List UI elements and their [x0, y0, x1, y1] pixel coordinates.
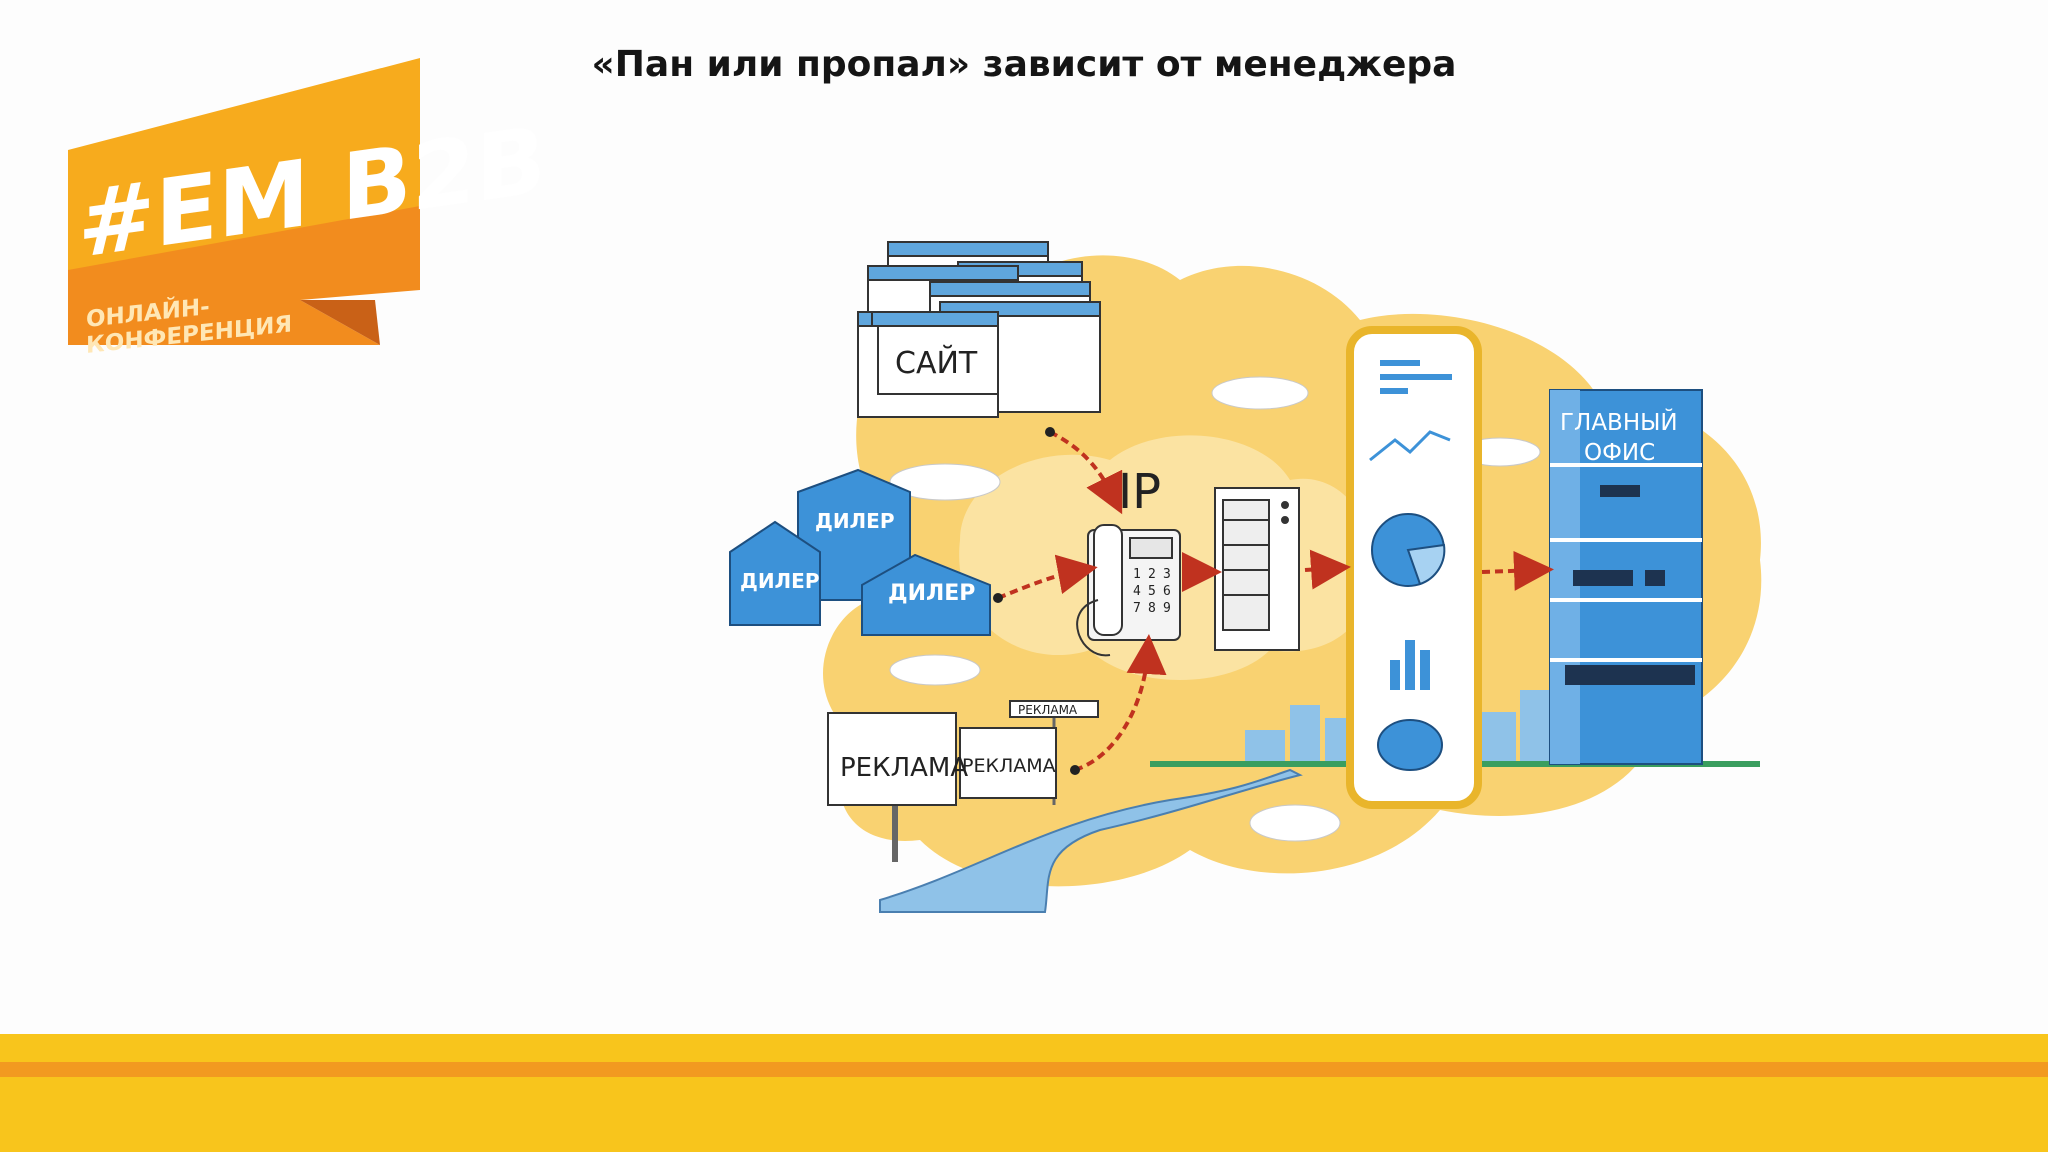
- phone-key: 8: [1148, 601, 1156, 616]
- ad-label: РЕКЛАМА: [1018, 703, 1078, 717]
- ip-label: IP: [1118, 464, 1161, 520]
- cloud: [889, 463, 1001, 501]
- road: [879, 768, 1303, 913]
- bar-chart-icon: [1380, 360, 1452, 394]
- ip-phone: [1076, 524, 1181, 657]
- arrow-dealers-to-phone: [997, 554, 1098, 600]
- column-chart-icon: [1390, 640, 1430, 690]
- dealer-house: [729, 520, 821, 626]
- phone-key: 2: [1148, 567, 1156, 582]
- phone-key: 7: [1133, 601, 1141, 616]
- office-label-line2: ОФИС: [1584, 440, 1655, 466]
- arrow-server-to-panel: [1304, 549, 1351, 590]
- dealer-label: ДИЛЕР: [815, 509, 894, 533]
- ad-billboards: [827, 700, 1099, 862]
- site-label: САЙТ: [895, 345, 978, 381]
- line-chart-icon: [1369, 430, 1451, 462]
- dealer-houses: [729, 468, 991, 636]
- office-label-line1: ГЛАВНЫЙ: [1560, 408, 1678, 436]
- city-skyline: [1245, 690, 1550, 764]
- bottom-yellow-band: [0, 1034, 2048, 1152]
- arrow-panel-to-office: [1481, 550, 1554, 591]
- phone-keypad: 1 2 3 4 5 6 7 8 9: [1133, 567, 1171, 616]
- bottom-orange-stripe: [0, 1062, 2048, 1077]
- arrow-ads-to-phone: [1074, 634, 1167, 772]
- server: [1214, 487, 1300, 651]
- cloud: [1249, 804, 1341, 842]
- site-windows: [857, 241, 1101, 418]
- analytics-panel: [1346, 326, 1482, 809]
- dealer-label: ДИЛЕР: [888, 581, 975, 606]
- office-staff: [1565, 485, 1695, 685]
- dealer-house: [861, 553, 991, 636]
- logo-banner-bottom: [68, 206, 420, 345]
- conference-logo: #EM B2B ОНЛАЙН- КОНФЕРЕНЦИЯ: [68, 58, 546, 359]
- logo-banner-fold: [300, 300, 380, 345]
- cloud: [1211, 376, 1309, 410]
- ad-label: РЕКЛАМА: [840, 753, 968, 783]
- flow-arrows: [997, 430, 1554, 772]
- phone-key: 9: [1163, 601, 1171, 616]
- dealer-label: ДИЛЕР: [740, 569, 819, 593]
- phone-key: 5: [1148, 584, 1156, 599]
- cloud: [889, 654, 981, 686]
- phone-key: 3: [1163, 567, 1171, 582]
- ad-label: РЕКЛАМА: [962, 755, 1056, 777]
- arrow-start-dots: [993, 427, 1080, 775]
- slide-title: «Пан или пропал» зависит от менеджера: [591, 44, 1457, 85]
- phone-key: 4: [1133, 584, 1141, 599]
- pie-3d-icon: [1377, 719, 1443, 771]
- phone-key: 6: [1163, 584, 1171, 599]
- main-office-building: [1549, 389, 1703, 765]
- phone-key: 1: [1133, 567, 1141, 582]
